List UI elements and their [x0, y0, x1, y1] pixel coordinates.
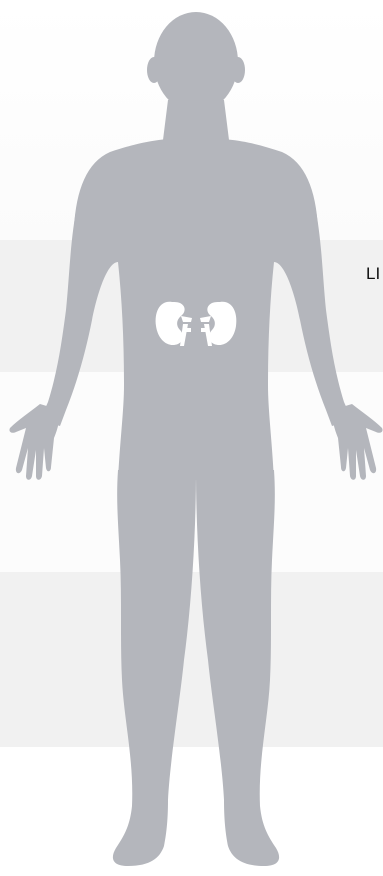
cut-off-label: LI: [366, 264, 380, 284]
torso: [74, 138, 318, 480]
body-silhouette: [9, 12, 382, 866]
right-arm: [274, 200, 352, 426]
left-ear: [147, 57, 161, 83]
left-hand: [9, 404, 60, 480]
left-leg: [113, 470, 196, 866]
right-leg: [196, 470, 279, 866]
right-hand: [332, 404, 383, 480]
left-arm: [40, 200, 118, 426]
right-ear: [231, 57, 245, 83]
head: [154, 12, 238, 112]
